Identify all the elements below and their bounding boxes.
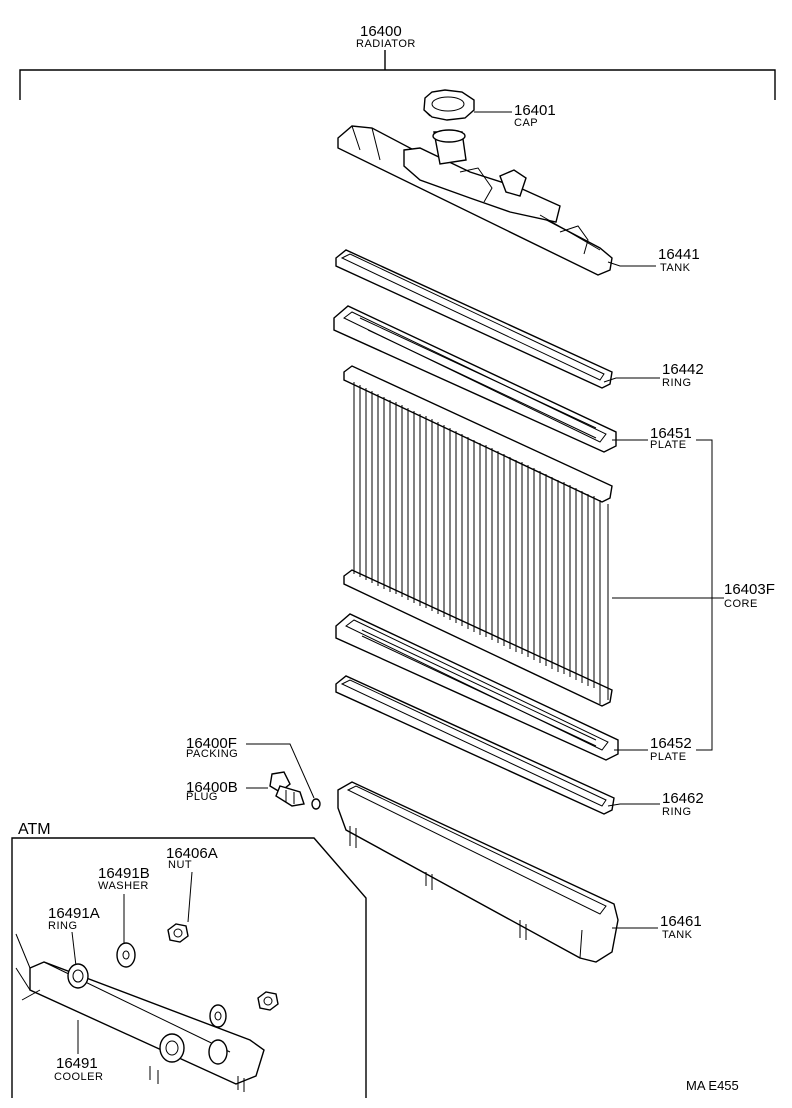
cap-drawing [423, 89, 475, 121]
lower-tank-drawing [337, 781, 619, 963]
packing-name: PACKING [186, 748, 238, 760]
cooler-number: 16491 [56, 1055, 98, 1072]
upper-tank-number: 16441 [658, 246, 700, 263]
ring-a-leader [71, 931, 77, 967]
ring-a-number: 16491A [48, 905, 100, 922]
atm-label: ATM [18, 821, 51, 838]
radiator-bracket [19, 50, 776, 100]
radiator-number: 16400 [360, 23, 402, 40]
upper-tank-name: TANK [660, 262, 691, 274]
upper-plate-drawing [333, 305, 617, 453]
upper-plate-number: 16451 [650, 425, 692, 442]
atm-frame [11, 837, 367, 1098]
upper-ring-number: 16442 [662, 361, 704, 378]
washer-drawing [116, 942, 136, 968]
cooler-drawing [15, 933, 279, 1092]
radiator-name: RADIATOR [356, 38, 416, 50]
cooler-name: COOLER [54, 1071, 103, 1083]
plug-drawing [269, 771, 305, 807]
washer-number: 16491B [98, 865, 150, 882]
upper-ring-name: RING [662, 377, 692, 389]
core-name: CORE [724, 598, 758, 610]
nut-drawing [167, 923, 189, 943]
upper-tank-drawing [337, 125, 613, 276]
packing-number: 16400F [186, 735, 237, 752]
lower-ring-number: 16462 [662, 790, 704, 807]
lower-ring-leader [607, 803, 660, 807]
upper-tank-leader [607, 261, 656, 267]
plug-number: 16400B [186, 779, 238, 796]
core-number: 16403F [724, 581, 775, 598]
nut-name: NUT [168, 859, 192, 871]
cap-name: CAP [514, 117, 538, 129]
packing-drawing [311, 798, 321, 810]
core-drawing [343, 365, 613, 707]
upper-plate-name: PLATE [650, 439, 687, 451]
lower-plate-name: PLATE [650, 751, 687, 763]
upper-ring-leader [603, 377, 660, 383]
core-bracket [696, 439, 713, 751]
packing-leader [246, 743, 315, 799]
plug-name: PLUG [186, 791, 218, 803]
lower-plate-drawing [335, 613, 619, 761]
ring-a-name: RING [48, 920, 78, 932]
lower-tank-number: 16461 [660, 913, 702, 930]
washer-name: WASHER [98, 880, 149, 892]
lower-tank-name: TANK [662, 929, 693, 941]
nut-leader [187, 871, 193, 923]
lower-ring-name: RING [662, 806, 692, 818]
nut-number: 16406A [166, 845, 218, 862]
cap-number: 16401 [514, 102, 556, 119]
lower-plate-number: 16452 [650, 735, 692, 752]
figure-code: MA E455 [686, 1078, 739, 1093]
